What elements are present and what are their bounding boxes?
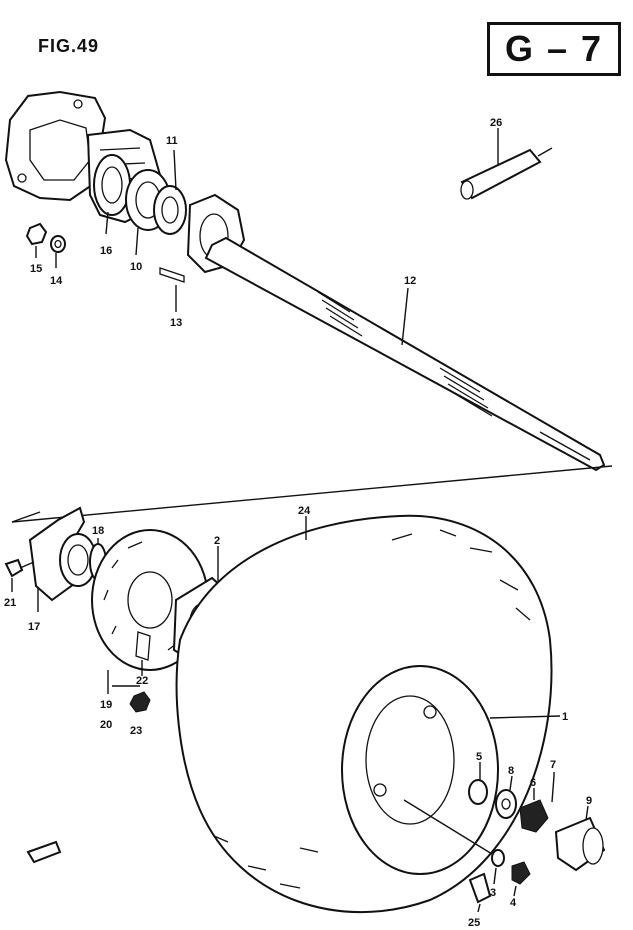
- bolt-21[interactable]: [4, 558, 35, 592]
- washer-8[interactable]: [495, 775, 517, 819]
- callout-12: 12: [404, 275, 416, 287]
- callout-23: 23: [130, 725, 142, 737]
- nut-4[interactable]: [511, 861, 531, 897]
- callout-20: 20: [100, 719, 112, 731]
- divider-line: [11, 465, 613, 523]
- callout-11: 11: [166, 135, 178, 147]
- callout-14: 14: [50, 275, 63, 287]
- callout-5: 5: [476, 751, 482, 763]
- pin-26[interactable]: [460, 128, 553, 200]
- cotter-pin-7[interactable]: [551, 772, 555, 803]
- wheel-rim-1[interactable]: [341, 665, 561, 875]
- callout-15: 15: [30, 263, 42, 275]
- callout-10: 10: [130, 261, 142, 273]
- callout-16: 16: [100, 245, 112, 257]
- figure-title: FIG.49: [38, 36, 100, 56]
- callout-22: 22: [136, 675, 148, 687]
- callout-6: 6: [530, 777, 536, 789]
- callout-19: 19: [100, 699, 112, 711]
- section-code-box: G – 7: [487, 22, 621, 76]
- castle-nut-6[interactable]: [519, 788, 549, 833]
- leader-3: [403, 799, 493, 855]
- callout-24: 24: [298, 505, 311, 517]
- callout-18: 18: [92, 525, 104, 537]
- callout-21: 21: [4, 597, 16, 609]
- wheel-hub-17[interactable]: [28, 506, 97, 612]
- hub-cap-9[interactable]: [554, 805, 606, 872]
- callout-1: 1: [562, 711, 568, 723]
- washer-14[interactable]: [50, 235, 66, 268]
- washer-3[interactable]: [491, 849, 505, 885]
- callout-13: 13: [170, 317, 182, 329]
- callout-25: 25: [468, 917, 480, 929]
- callout-4: 4: [510, 897, 517, 909]
- callout-26: 26: [490, 117, 502, 129]
- washer-5[interactable]: [468, 762, 488, 805]
- valve-stem-25[interactable]: [468, 872, 492, 913]
- bolt-22[interactable]: [135, 631, 151, 676]
- nut-15[interactable]: [25, 222, 48, 258]
- front-arrow-icon: [26, 840, 62, 864]
- ring-gear-16[interactable]: [93, 154, 131, 235]
- rear-axle-shaft-12[interactable]: [204, 236, 606, 472]
- nut-23[interactable]: [112, 685, 151, 713]
- callout-8: 8: [508, 765, 514, 777]
- callout-3: 3: [490, 887, 496, 899]
- divider-tick: [11, 511, 41, 523]
- bearing-11[interactable]: [153, 149, 187, 235]
- callout-7: 7: [550, 759, 556, 771]
- callout-17: 17: [28, 621, 40, 633]
- callout-2: 2: [214, 535, 220, 547]
- callout-9: 9: [586, 795, 592, 807]
